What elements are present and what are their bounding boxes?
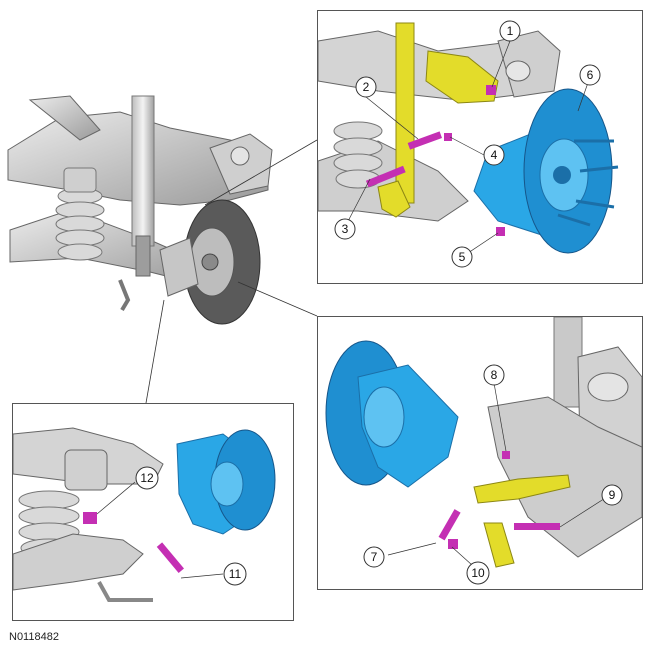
bolt-magenta (156, 542, 184, 573)
svg-text:5: 5 (459, 250, 466, 264)
bolt-magenta (438, 509, 461, 541)
detail-inset-upper-arm: 1 2 3 4 5 6 (317, 10, 643, 284)
shock-absorber (553, 316, 583, 408)
shock-absorber (131, 95, 155, 247)
callout-1: 1 (499, 20, 521, 42)
hub-center (201, 253, 219, 271)
spring-seat (64, 449, 108, 491)
stabilizer-link (118, 279, 131, 312)
inset-illustration: 1 2 3 4 5 6 (317, 20, 619, 268)
shock-lower-body (135, 235, 151, 277)
bushing (505, 60, 531, 82)
callout-7: 7 (363, 546, 385, 568)
figure-id: N0118482 (9, 631, 59, 643)
upper-arm (28, 95, 101, 141)
callout-9: 9 (601, 484, 623, 506)
detail-inset-lower-arm: 12 11 (12, 403, 294, 621)
callout-10: 10 (466, 561, 490, 585)
nut-magenta (496, 227, 505, 236)
svg-text:1: 1 (507, 24, 514, 38)
svg-text:12: 12 (140, 471, 154, 485)
callout-6: 6 (579, 64, 601, 86)
nut-magenta (448, 539, 458, 549)
wheel-studs (557, 139, 619, 227)
coil-spring (55, 167, 105, 261)
svg-text:10: 10 (471, 566, 485, 580)
stabilizer-link (97, 581, 153, 602)
svg-text:4: 4 (491, 148, 498, 162)
lower-link (377, 180, 411, 218)
bolt-magenta (514, 523, 560, 530)
leader-line (204, 139, 318, 206)
lower-link-yellow (473, 474, 571, 504)
svg-text:11: 11 (229, 567, 242, 581)
lower-arm (12, 533, 144, 591)
callout-8: 8 (483, 364, 505, 386)
callout-5: 5 (451, 246, 473, 268)
bracket-yellow (483, 522, 515, 568)
callout-4: 4 (483, 144, 505, 166)
svg-text:3: 3 (342, 222, 349, 236)
svg-text:9: 9 (609, 488, 616, 502)
hub-flange (210, 461, 244, 507)
toe-link (425, 50, 499, 104)
hub-flange (363, 386, 405, 448)
inset-illustration: 8 9 7 10 (325, 316, 643, 585)
nut-magenta (502, 451, 510, 459)
callout-2: 2 (355, 76, 377, 98)
svg-text:7: 7 (371, 550, 378, 564)
svg-text:6: 6 (587, 68, 594, 82)
hub-center (553, 166, 571, 184)
bushing (587, 372, 629, 402)
callout-leaders (96, 481, 224, 579)
nut-magenta (486, 85, 496, 95)
bolt-magenta (365, 165, 406, 188)
callout-12: 12 (135, 466, 159, 490)
bolt-magenta (407, 131, 443, 150)
shock-absorber-yellow (395, 22, 415, 204)
svg-text:8: 8 (491, 368, 498, 382)
knuckle (159, 237, 199, 297)
bushing (230, 146, 250, 166)
inset-illustration: 12 11 (12, 427, 276, 602)
callout-11: 11 (223, 562, 247, 586)
leader-line (145, 299, 165, 404)
callout-3: 3 (334, 218, 356, 240)
svg-text:2: 2 (363, 80, 370, 94)
nut-magenta (83, 512, 97, 524)
leader-line (237, 281, 318, 317)
callout-leaders (387, 382, 611, 566)
nut-magenta (444, 133, 452, 141)
detail-inset-knuckle: 8 9 7 10 (317, 316, 643, 590)
